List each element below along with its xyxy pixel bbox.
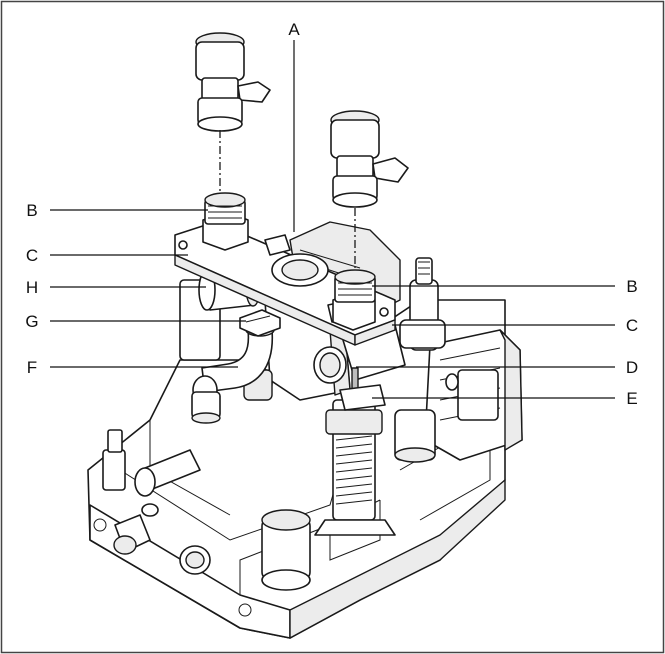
drain-fittings <box>102 429 211 575</box>
label-b-right: B <box>626 277 637 296</box>
union-nut-right <box>332 269 376 331</box>
lower-cap <box>261 509 311 591</box>
label-c-left: C <box>26 246 38 265</box>
ball-valve-right <box>330 110 409 208</box>
label-b-left: B <box>26 201 37 220</box>
leader-lines <box>50 40 615 399</box>
label-f: F <box>27 358 37 377</box>
clip <box>239 309 281 337</box>
pump-assembly <box>394 329 523 463</box>
union-nut-left <box>202 192 249 251</box>
label-d: D <box>626 358 638 377</box>
threaded-column <box>314 399 396 536</box>
label-g: G <box>25 312 38 331</box>
ball-valve-left <box>195 32 271 132</box>
label-a: A <box>288 20 300 39</box>
bleed-valve <box>399 257 446 351</box>
label-e: E <box>626 389 637 408</box>
label-h: H <box>26 278 38 297</box>
bent-pipe <box>191 323 275 424</box>
label-c-right: C <box>626 316 638 335</box>
